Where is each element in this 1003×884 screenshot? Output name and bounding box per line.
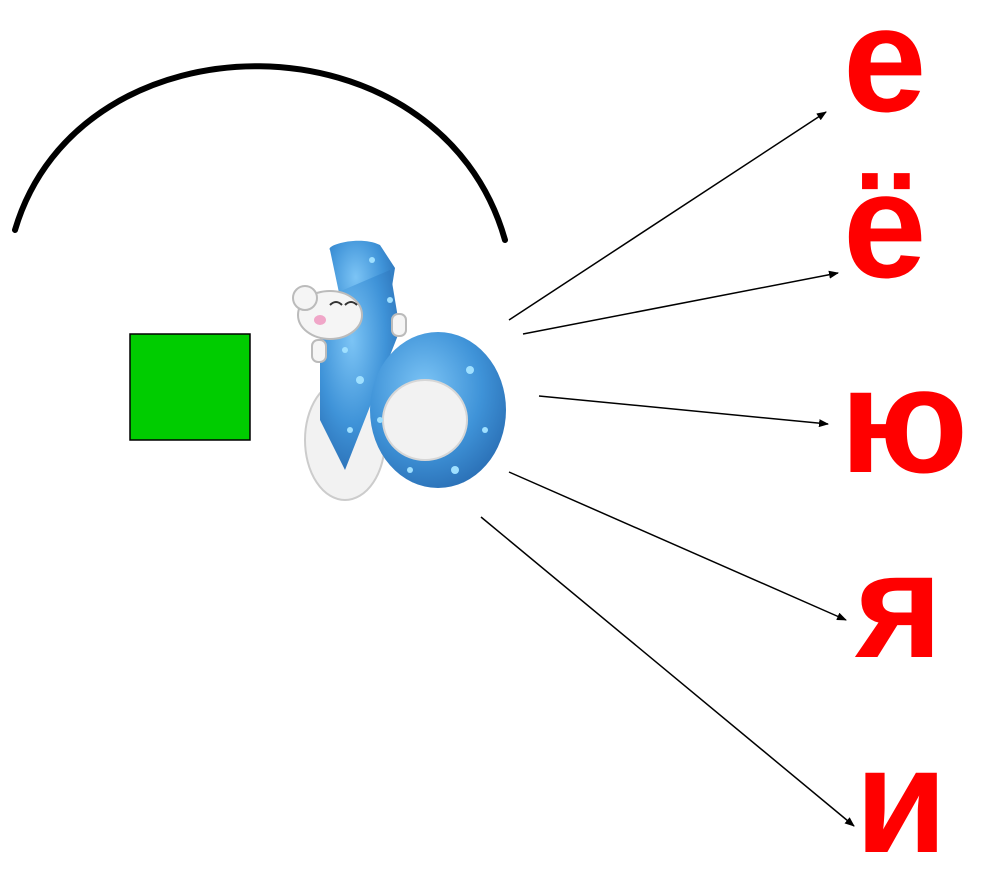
letter-ye: е	[843, 0, 926, 134]
arrow-to-letter-5	[481, 517, 854, 826]
arrow-to-letter-4	[509, 472, 846, 620]
arrow-to-letter-1	[509, 112, 826, 320]
green-square	[130, 334, 250, 440]
letter-yo: ё	[843, 150, 926, 300]
arrow-to-letter-3	[539, 396, 828, 424]
arrow-to-letter-2	[523, 273, 838, 334]
letter-ya: я	[855, 530, 943, 680]
letter-i: и	[855, 725, 947, 875]
arc	[15, 66, 505, 240]
letter-yu: ю	[840, 345, 968, 495]
soft-sign-with-mouse-icon	[293, 241, 506, 500]
